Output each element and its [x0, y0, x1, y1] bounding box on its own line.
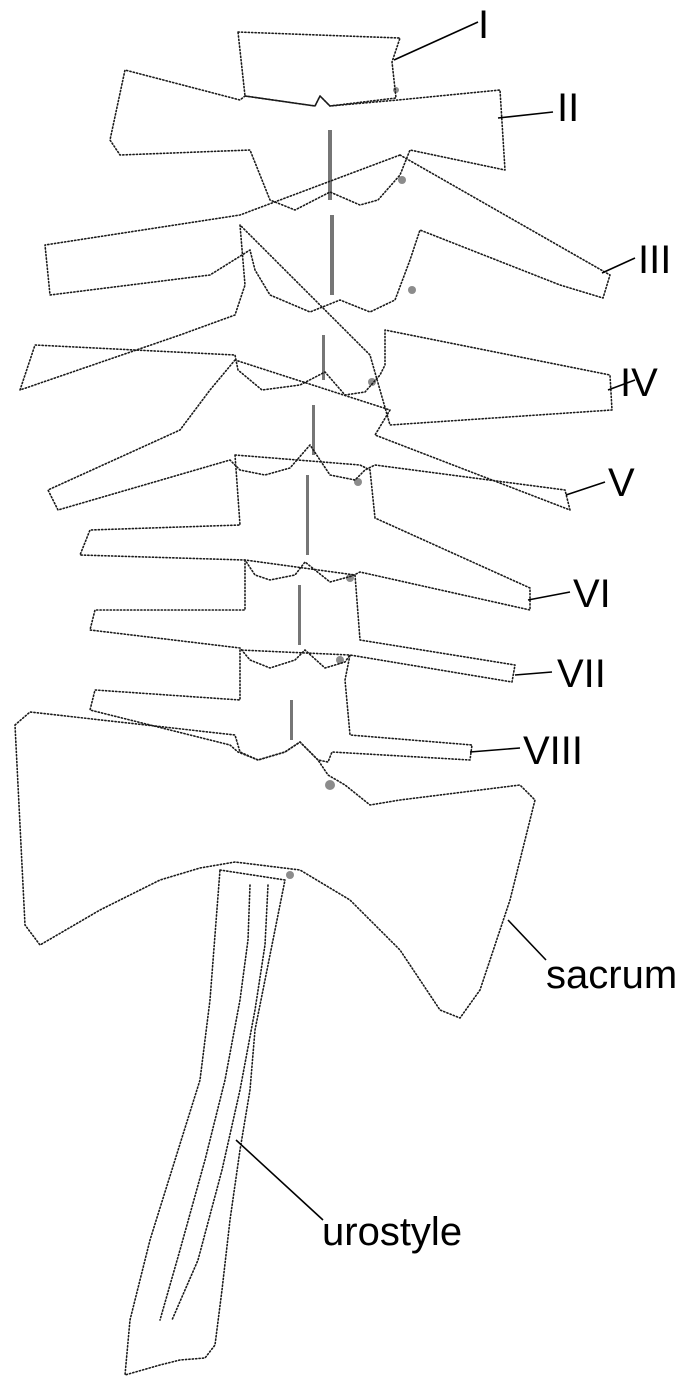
- label-vertebra-5: V: [608, 463, 635, 503]
- leader-line-2: [498, 112, 553, 118]
- stippling: [286, 87, 416, 879]
- label-vertebra-7: VII: [557, 654, 606, 694]
- label-sacrum: sacrum: [546, 955, 677, 995]
- urostyle-bone: [125, 870, 285, 1375]
- leader-line-6: [528, 592, 570, 600]
- label-vertebra-2: II: [557, 88, 579, 128]
- leader-line-5: [566, 482, 605, 495]
- leader-line-1: [394, 22, 478, 60]
- urostyle-inner-line-2: [172, 885, 268, 1320]
- urostyle-inner-line-1: [160, 885, 250, 1320]
- label-vertebra-4: IV: [620, 363, 658, 403]
- label-urostyle: urostyle: [322, 1212, 462, 1252]
- label-vertebra-8: VIII: [523, 731, 583, 771]
- vertebra-3: [45, 155, 610, 312]
- leader-line-urostyle: [236, 1140, 323, 1220]
- vertebra-8: [90, 650, 472, 762]
- leader-line-3: [602, 258, 635, 273]
- label-vertebra-1: I: [478, 5, 489, 45]
- leader-line-8: [470, 748, 520, 752]
- vertebra-6: [80, 455, 530, 610]
- vertebra-7: [90, 560, 515, 682]
- label-vertebra-6: VI: [573, 574, 611, 614]
- vertebra-4: [20, 225, 612, 425]
- label-vertebra-3: III: [638, 240, 671, 280]
- leader-line-7: [515, 672, 552, 675]
- vertebra-1: [238, 32, 400, 106]
- sacrum-bone: [15, 712, 535, 1018]
- leader-line-sacrum: [508, 920, 546, 960]
